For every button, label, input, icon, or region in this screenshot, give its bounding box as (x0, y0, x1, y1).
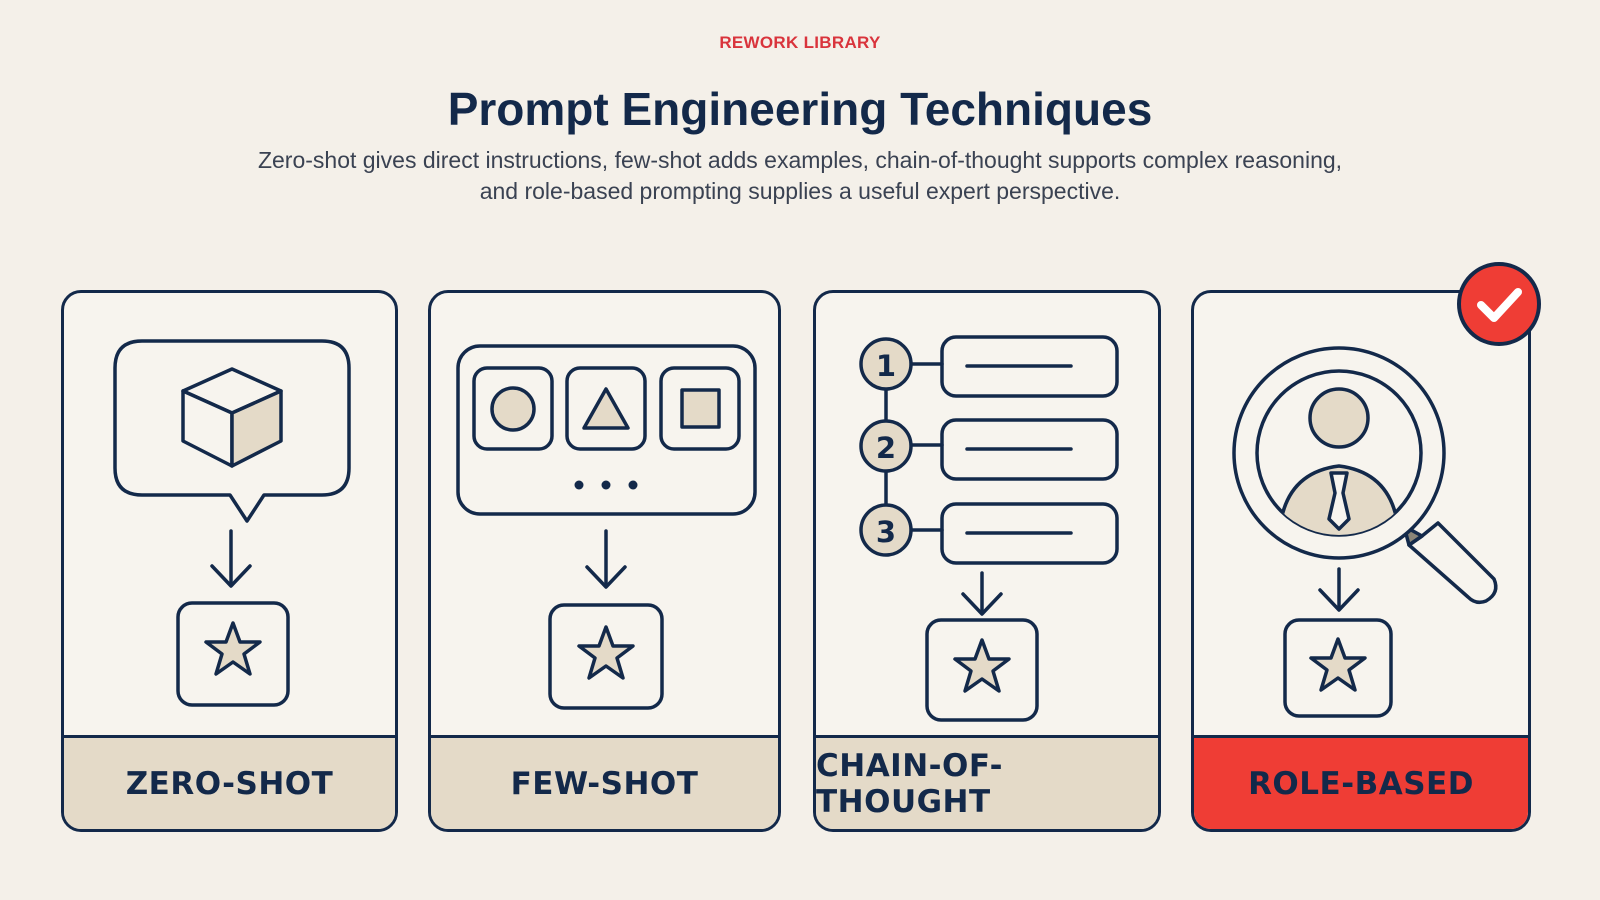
step-number: 1 (875, 349, 897, 383)
example-shapes-icon (456, 344, 757, 710)
eyebrow-label: REWORK LIBRARY (719, 33, 881, 52)
magnifier-person-icon (1232, 346, 1498, 718)
card-few-shot: FEW-SHOT (428, 290, 781, 832)
step-number: 3 (875, 515, 897, 549)
numbered-steps-icon (859, 335, 1119, 722)
step-number: 2 (875, 431, 897, 465)
card-label-chain-of-thought: CHAIN-OF-THOUGHT (816, 735, 1158, 829)
card-label-zero-shot: ZERO-SHOT (64, 735, 395, 829)
cube-speech-bubble-icon (113, 339, 351, 707)
checkmark-icon (1477, 288, 1522, 322)
selected-check-badge (1457, 262, 1541, 346)
card-label-few-shot: FEW-SHOT (431, 735, 778, 829)
card-label-role-based: ROLE-BASED (1194, 735, 1528, 829)
card-role-based: ROLE-BASED (1191, 290, 1531, 832)
card-zero-shot: ZERO-SHOT (61, 290, 398, 832)
page-title: Prompt Engineering Techniques (447, 83, 1153, 135)
card-chain-of-thought: 1 2 3 CHAIN-OF-THOUGHT (813, 290, 1161, 832)
page-subtitle: Zero-shot gives direct instructions, few… (257, 147, 1343, 204)
